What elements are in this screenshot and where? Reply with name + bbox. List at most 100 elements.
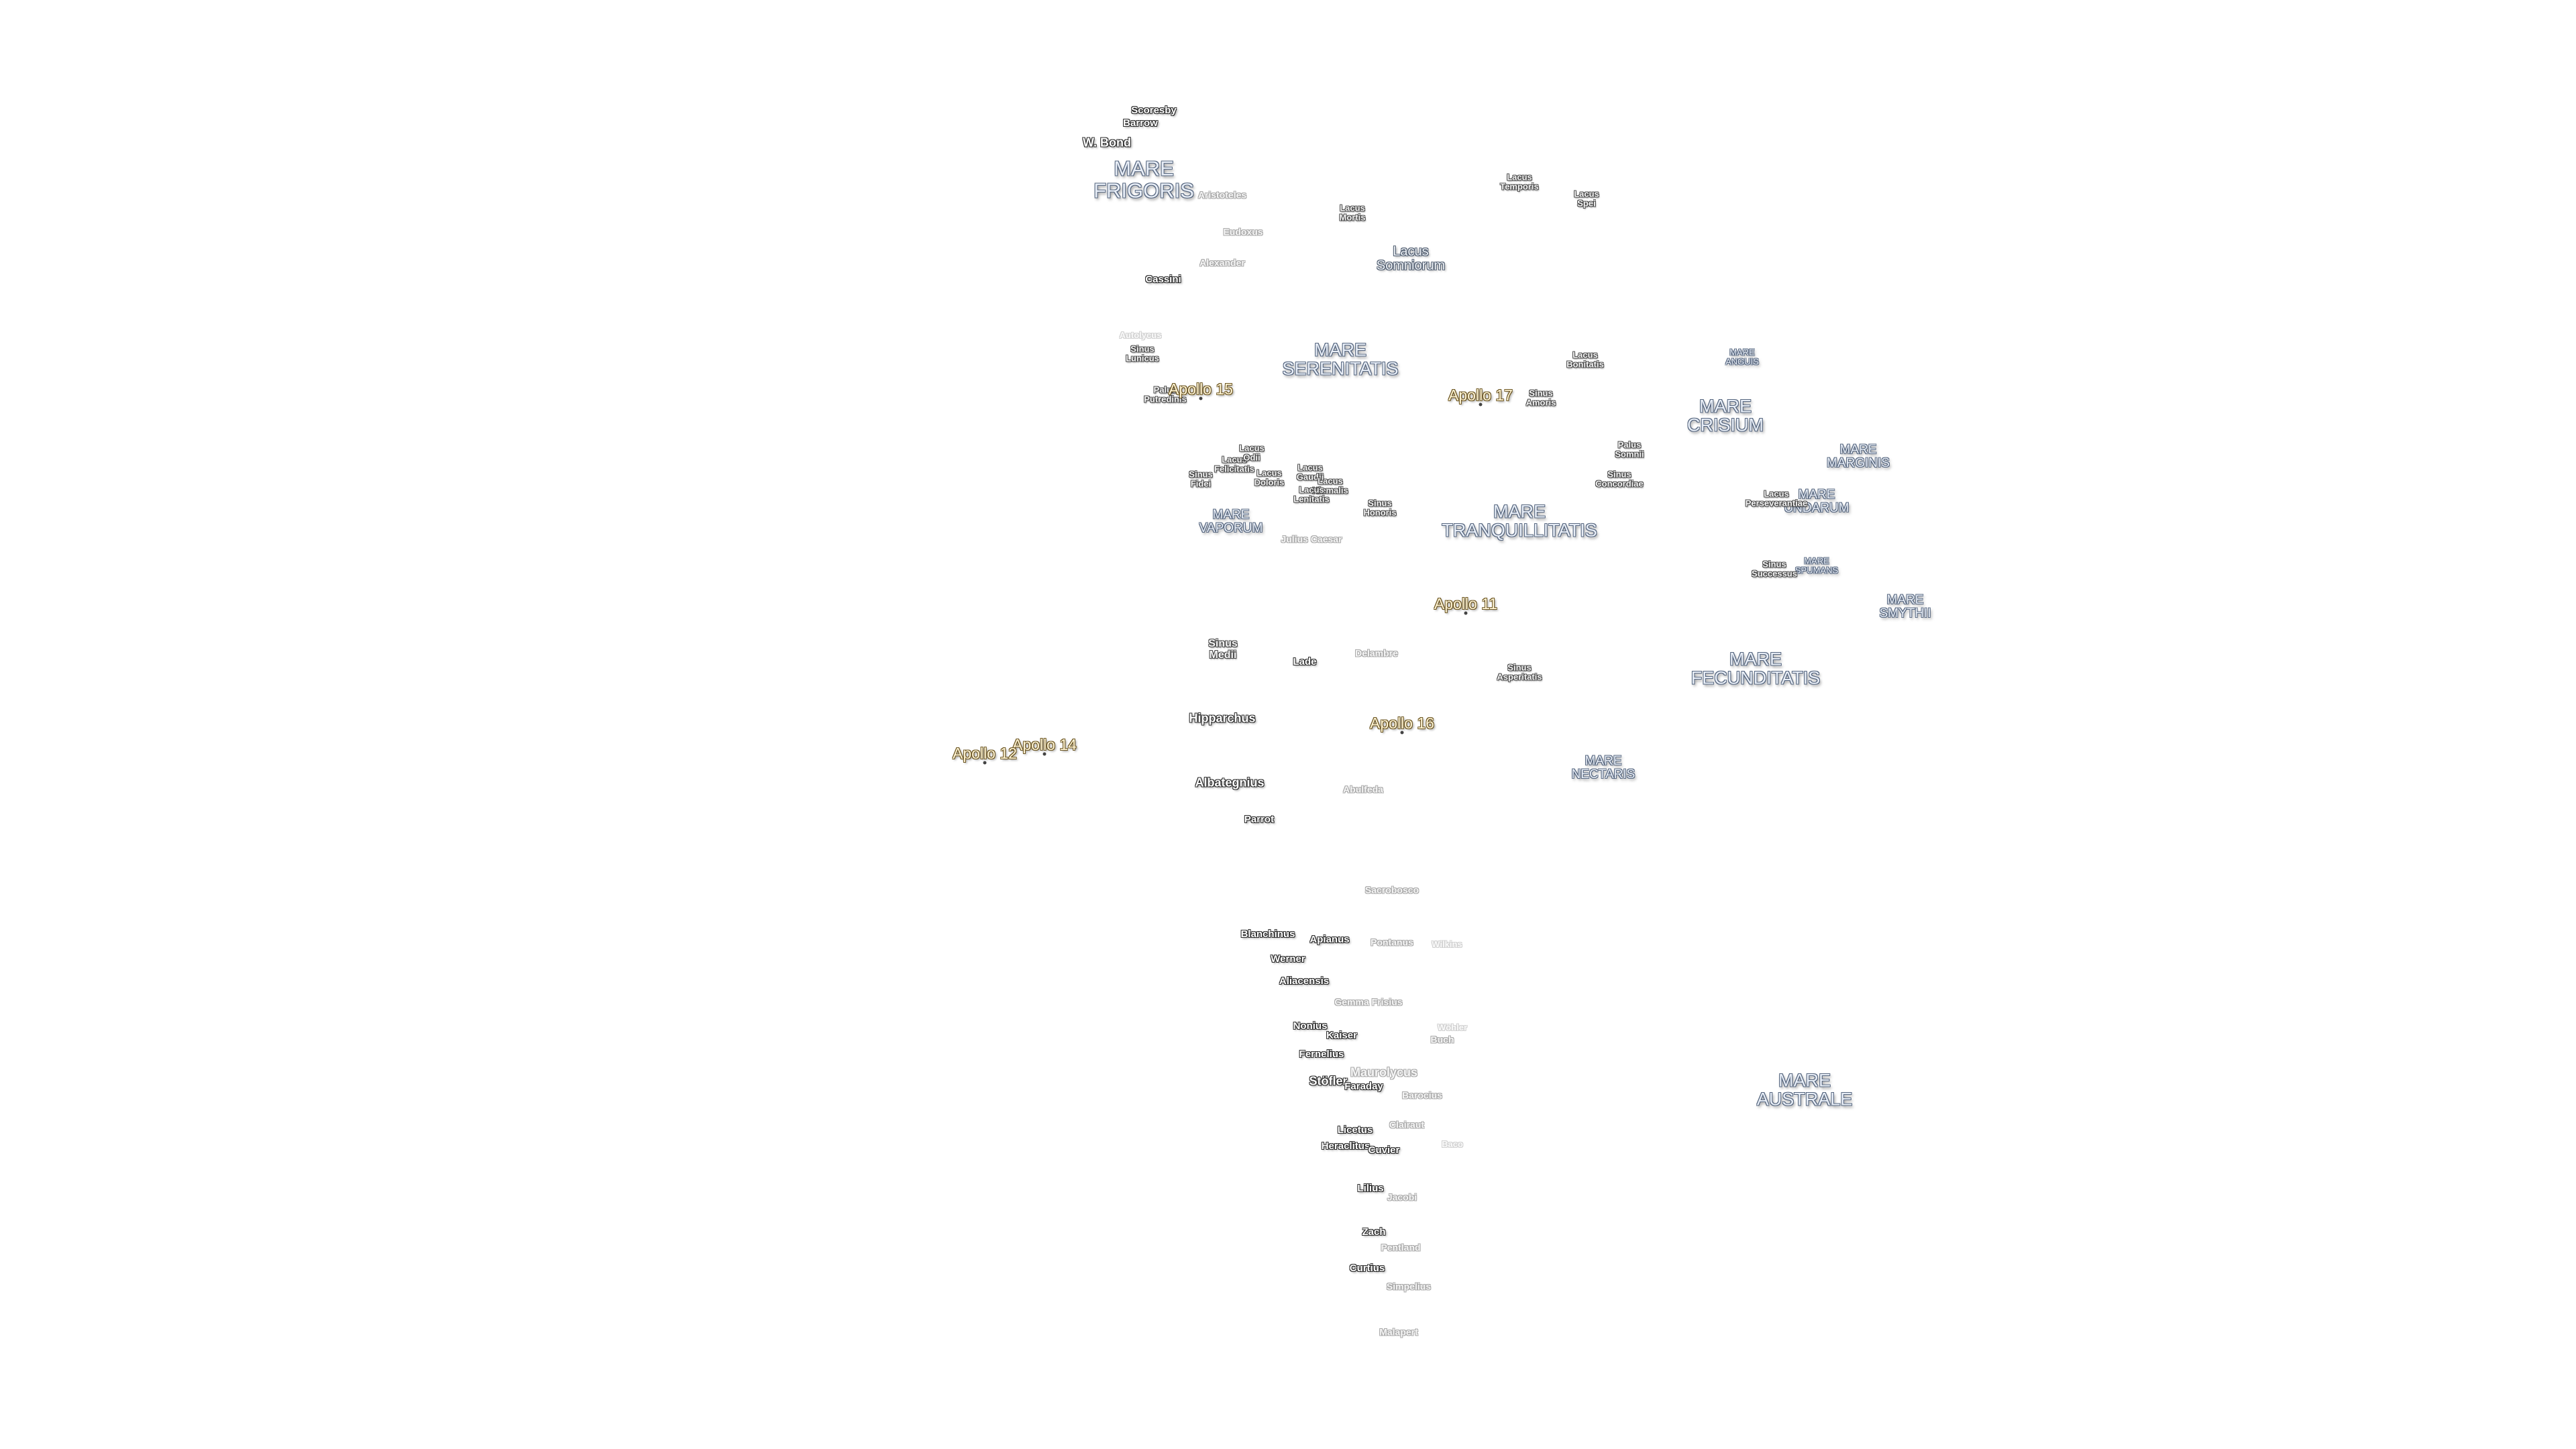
crater-label-apianus: Apianus bbox=[1309, 934, 1350, 946]
crater-label-delambre: Delambre bbox=[1355, 647, 1398, 659]
mare-label-line: MARE bbox=[1886, 593, 1924, 608]
crater-label-kaiser: Kaiser bbox=[1326, 1030, 1357, 1042]
lake-label-line: Amoris bbox=[1525, 397, 1556, 407]
lake-label-line: Lacus bbox=[1222, 454, 1247, 465]
lake-label-line: Sinus bbox=[1208, 638, 1238, 650]
landing-site-marker bbox=[1042, 752, 1046, 756]
mare-label-line: MARE bbox=[1729, 649, 1782, 669]
mare-label-line: MARE bbox=[1313, 339, 1366, 360]
lake-label-line: Gaudii bbox=[1296, 472, 1324, 482]
lake-label-line: Somnii bbox=[1615, 449, 1644, 459]
mare-label-line: ANGUIS bbox=[1725, 356, 1759, 366]
crater-label-wilkins: Wilkins bbox=[1432, 939, 1462, 950]
mare-label-line: MARE bbox=[1212, 508, 1250, 523]
crater-label-blanchinus: Blanchinus bbox=[1240, 928, 1295, 941]
apollo-site-label-a14: Apollo 14 bbox=[1012, 735, 1077, 753]
crater-label-hipparchus: Hipparchus bbox=[1189, 711, 1256, 725]
lake-label-line: Honoris bbox=[1363, 507, 1397, 517]
crater-label-abulfeda: Abulfeda bbox=[1343, 784, 1383, 795]
crater-label-heraclitus: Heraclitus bbox=[1321, 1140, 1371, 1152]
crater-label-lilius: Lilius bbox=[1357, 1183, 1384, 1195]
lake-label-line: Lacus bbox=[1256, 468, 1282, 478]
crater-label-malapert: Malapert bbox=[1379, 1326, 1418, 1338]
lake-label-line: Lacus bbox=[1507, 172, 1532, 182]
lake-label-line: Doloris bbox=[1254, 477, 1285, 487]
crater-label-curtius: Curtius bbox=[1349, 1263, 1385, 1275]
lake-label-line: Fidei bbox=[1190, 478, 1212, 488]
landing-site-marker bbox=[1199, 396, 1203, 400]
lake-label-line: Putredinis bbox=[1144, 394, 1187, 404]
crater-label-barrow: Barrow bbox=[1123, 117, 1158, 129]
crater-label-jacobi: Jacobi bbox=[1387, 1191, 1417, 1203]
lake-label-line: Sinus bbox=[1130, 343, 1155, 354]
lake-label-line: Lenitatis bbox=[1293, 494, 1330, 504]
crater-label-sacrobosco: Sacrobosco bbox=[1364, 884, 1419, 896]
mare-label-line: MARGINIS bbox=[1827, 456, 1890, 470]
lake-label-line: Sinus bbox=[1368, 498, 1392, 508]
crater-label-baco: Baco bbox=[1442, 1139, 1463, 1150]
mare-label-line: MARE bbox=[1699, 396, 1752, 417]
apollo-site-label-a12: Apollo 12 bbox=[953, 744, 1017, 762]
landing-site-marker bbox=[983, 761, 987, 765]
crater-label-licetus: Licetus bbox=[1337, 1124, 1373, 1136]
lake-label-line: Palus bbox=[1617, 439, 1642, 450]
lake-label-line: Hiemalis bbox=[1312, 485, 1348, 495]
lake-label-line: Lacus bbox=[1299, 484, 1324, 495]
lake-label-line: Sinus bbox=[1189, 469, 1213, 480]
mare-label-line: NECTARIS bbox=[1571, 767, 1635, 782]
crater-label-wbond: W. Bond bbox=[1083, 136, 1131, 150]
crater-label-pontanus: Pontanus bbox=[1371, 936, 1413, 948]
crater-label-zach: Zach bbox=[1362, 1226, 1386, 1238]
crater-label-barocius: Barocius bbox=[1402, 1089, 1442, 1101]
crater-label-aliacensis: Aliacensis bbox=[1279, 975, 1330, 987]
crater-label-parrot: Parrot bbox=[1244, 814, 1275, 826]
mare-label-line: SPUMANS bbox=[1794, 565, 1839, 575]
lake-label-line: Somniorum bbox=[1376, 258, 1446, 273]
lake-label-line: Odii bbox=[1243, 452, 1260, 462]
mare-label-line: CRISIUM bbox=[1687, 415, 1764, 435]
crater-label-simpelius: Simpelius bbox=[1386, 1281, 1432, 1292]
lake-label-line: Lacus bbox=[1239, 443, 1265, 453]
landing-site-marker bbox=[1479, 402, 1483, 407]
crater-label-autolycus: Autolycus bbox=[1119, 330, 1162, 341]
mare-label-line: MARE bbox=[1839, 443, 1877, 458]
crater-label-cassini: Cassini bbox=[1145, 274, 1181, 286]
mare-label-line: AUSTRALE bbox=[1756, 1089, 1853, 1110]
mare-label-line: MARE bbox=[1114, 156, 1174, 180]
lake-label-line: Bonitatis bbox=[1566, 359, 1604, 369]
lake-label-line: Spei bbox=[1577, 198, 1596, 208]
mare-label-line: MARE bbox=[1585, 754, 1622, 769]
mare-label-line: MARE bbox=[1493, 501, 1546, 522]
crater-label-maurolycus: Maurolycus bbox=[1350, 1065, 1418, 1079]
lake-label-line: Successus bbox=[1752, 568, 1797, 578]
mare-label-line: SERENITATIS bbox=[1282, 359, 1399, 379]
crater-label-albategnius: Albategnius bbox=[1195, 775, 1265, 790]
mare-label-line: UNDARUM bbox=[1784, 501, 1849, 515]
lake-label-line: Sinus bbox=[1607, 469, 1631, 480]
lake-label-line: Sinus bbox=[1507, 662, 1532, 673]
apollo-site-label-a15: Apollo 15 bbox=[1169, 380, 1233, 398]
mare-label-line: FECUNDITATIS bbox=[1690, 668, 1821, 688]
mare-label-line: TRANQUILLITATIS bbox=[1442, 521, 1597, 541]
crater-label-juliuscaesar: Julius Caesar bbox=[1281, 533, 1342, 545]
